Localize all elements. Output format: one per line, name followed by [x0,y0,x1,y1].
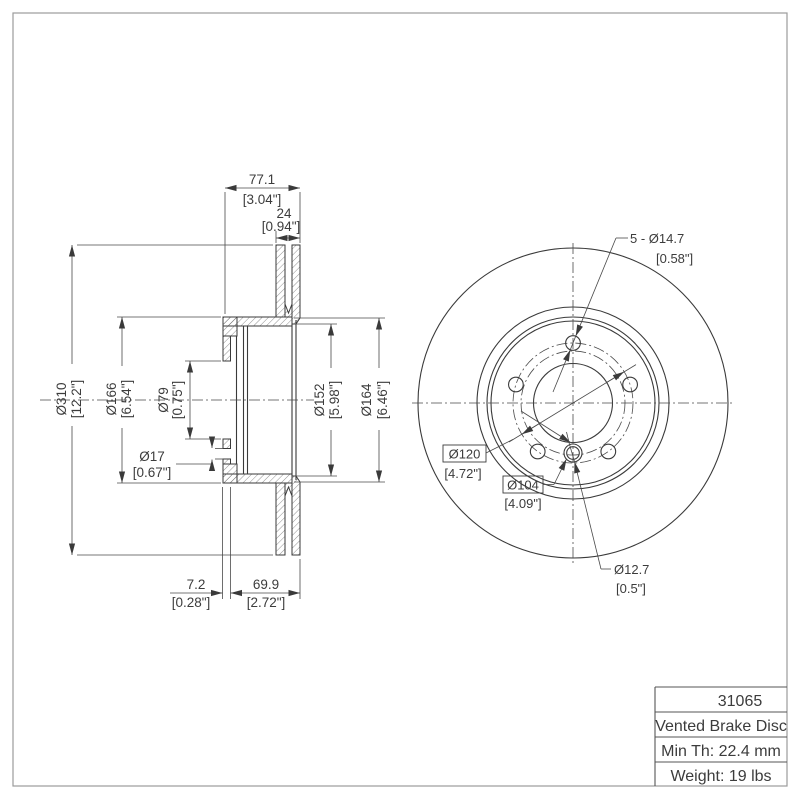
dim-drum-outer-dia-in: [6.46"] [375,381,390,420]
dim-bolt-circle-dia-mm: Ø120 [449,447,481,462]
title-block [654,686,787,786]
dim-bolt-holes-mm: 5 - Ø14.7 [630,231,684,246]
dim-hat-face-width-mm: 7.2 [187,577,206,592]
dim-hole-dia-in: [0.67"] [133,465,172,480]
dim-outer-dia-in: [12.2"] [69,380,84,419]
weight: Weight: 19 lbs [670,768,771,785]
dim-flange-dia-mm: Ø166 [104,382,119,415]
sheet-border [12,12,788,787]
dim-pin-hole-dia-mm: Ø12.7 [614,562,649,577]
min-thickness: Min Th: 22.4 mm [661,743,781,760]
dim-hat-face-width-in: [0.28"] [172,595,211,610]
section-view: 77.1 [3.04"] 24 [0.94"] Ø310 [12.2"] Ø16… [40,172,390,610]
dim-overall-width-in: [3.04"] [243,192,282,207]
dim-overall-width-mm: 77.1 [249,172,275,187]
dim-bolt-holes-in: [0.58"] [656,251,693,266]
dim-pin-hole-dia-in: [0.5"] [616,581,646,596]
dim-drum-outer-dia-mm: Ø164 [359,383,374,417]
section-cut-material [222,244,301,556]
part-number: 31065 [718,693,763,710]
dim-pin-circle-dia-in: [4.09"] [504,496,541,511]
dim-hat-depth-mm: 69.9 [253,577,279,592]
dim-pin-circle-dia-mm: Ø104 [507,478,539,493]
bolt-circle [512,342,634,464]
dim-plate-thickness-mm: 24 [276,206,292,221]
bolt-circle-dia-box [442,444,487,463]
dim-drum-inner-dia-in: [5.98"] [327,381,342,420]
dim-hole-dia-mm: Ø17 [139,449,165,464]
dim-outer-dia-mm: Ø310 [54,382,69,415]
dim-flange-dia-in: [6.54"] [119,380,134,419]
dim-drum-inner-dia-mm: Ø152 [312,383,327,416]
front-view: 5 - Ø14.7 [0.58"] Ø120 [4.72"] Ø104 [4.0… [412,231,734,596]
bolt-holes [508,335,638,460]
dim-bore-dia-mm: Ø79 [156,387,171,413]
section-dimensions [68,184,385,599]
front-annotations [442,237,637,570]
dim-hat-depth-in: [2.72"] [247,595,286,610]
dim-plate-thickness-in: [0.94"] [262,219,301,234]
dim-bolt-circle-dia-in: [4.72"] [444,466,481,481]
product-type: Vented Brake Disc [655,718,787,735]
dim-bore-dia-in: [0.75"] [170,381,185,420]
